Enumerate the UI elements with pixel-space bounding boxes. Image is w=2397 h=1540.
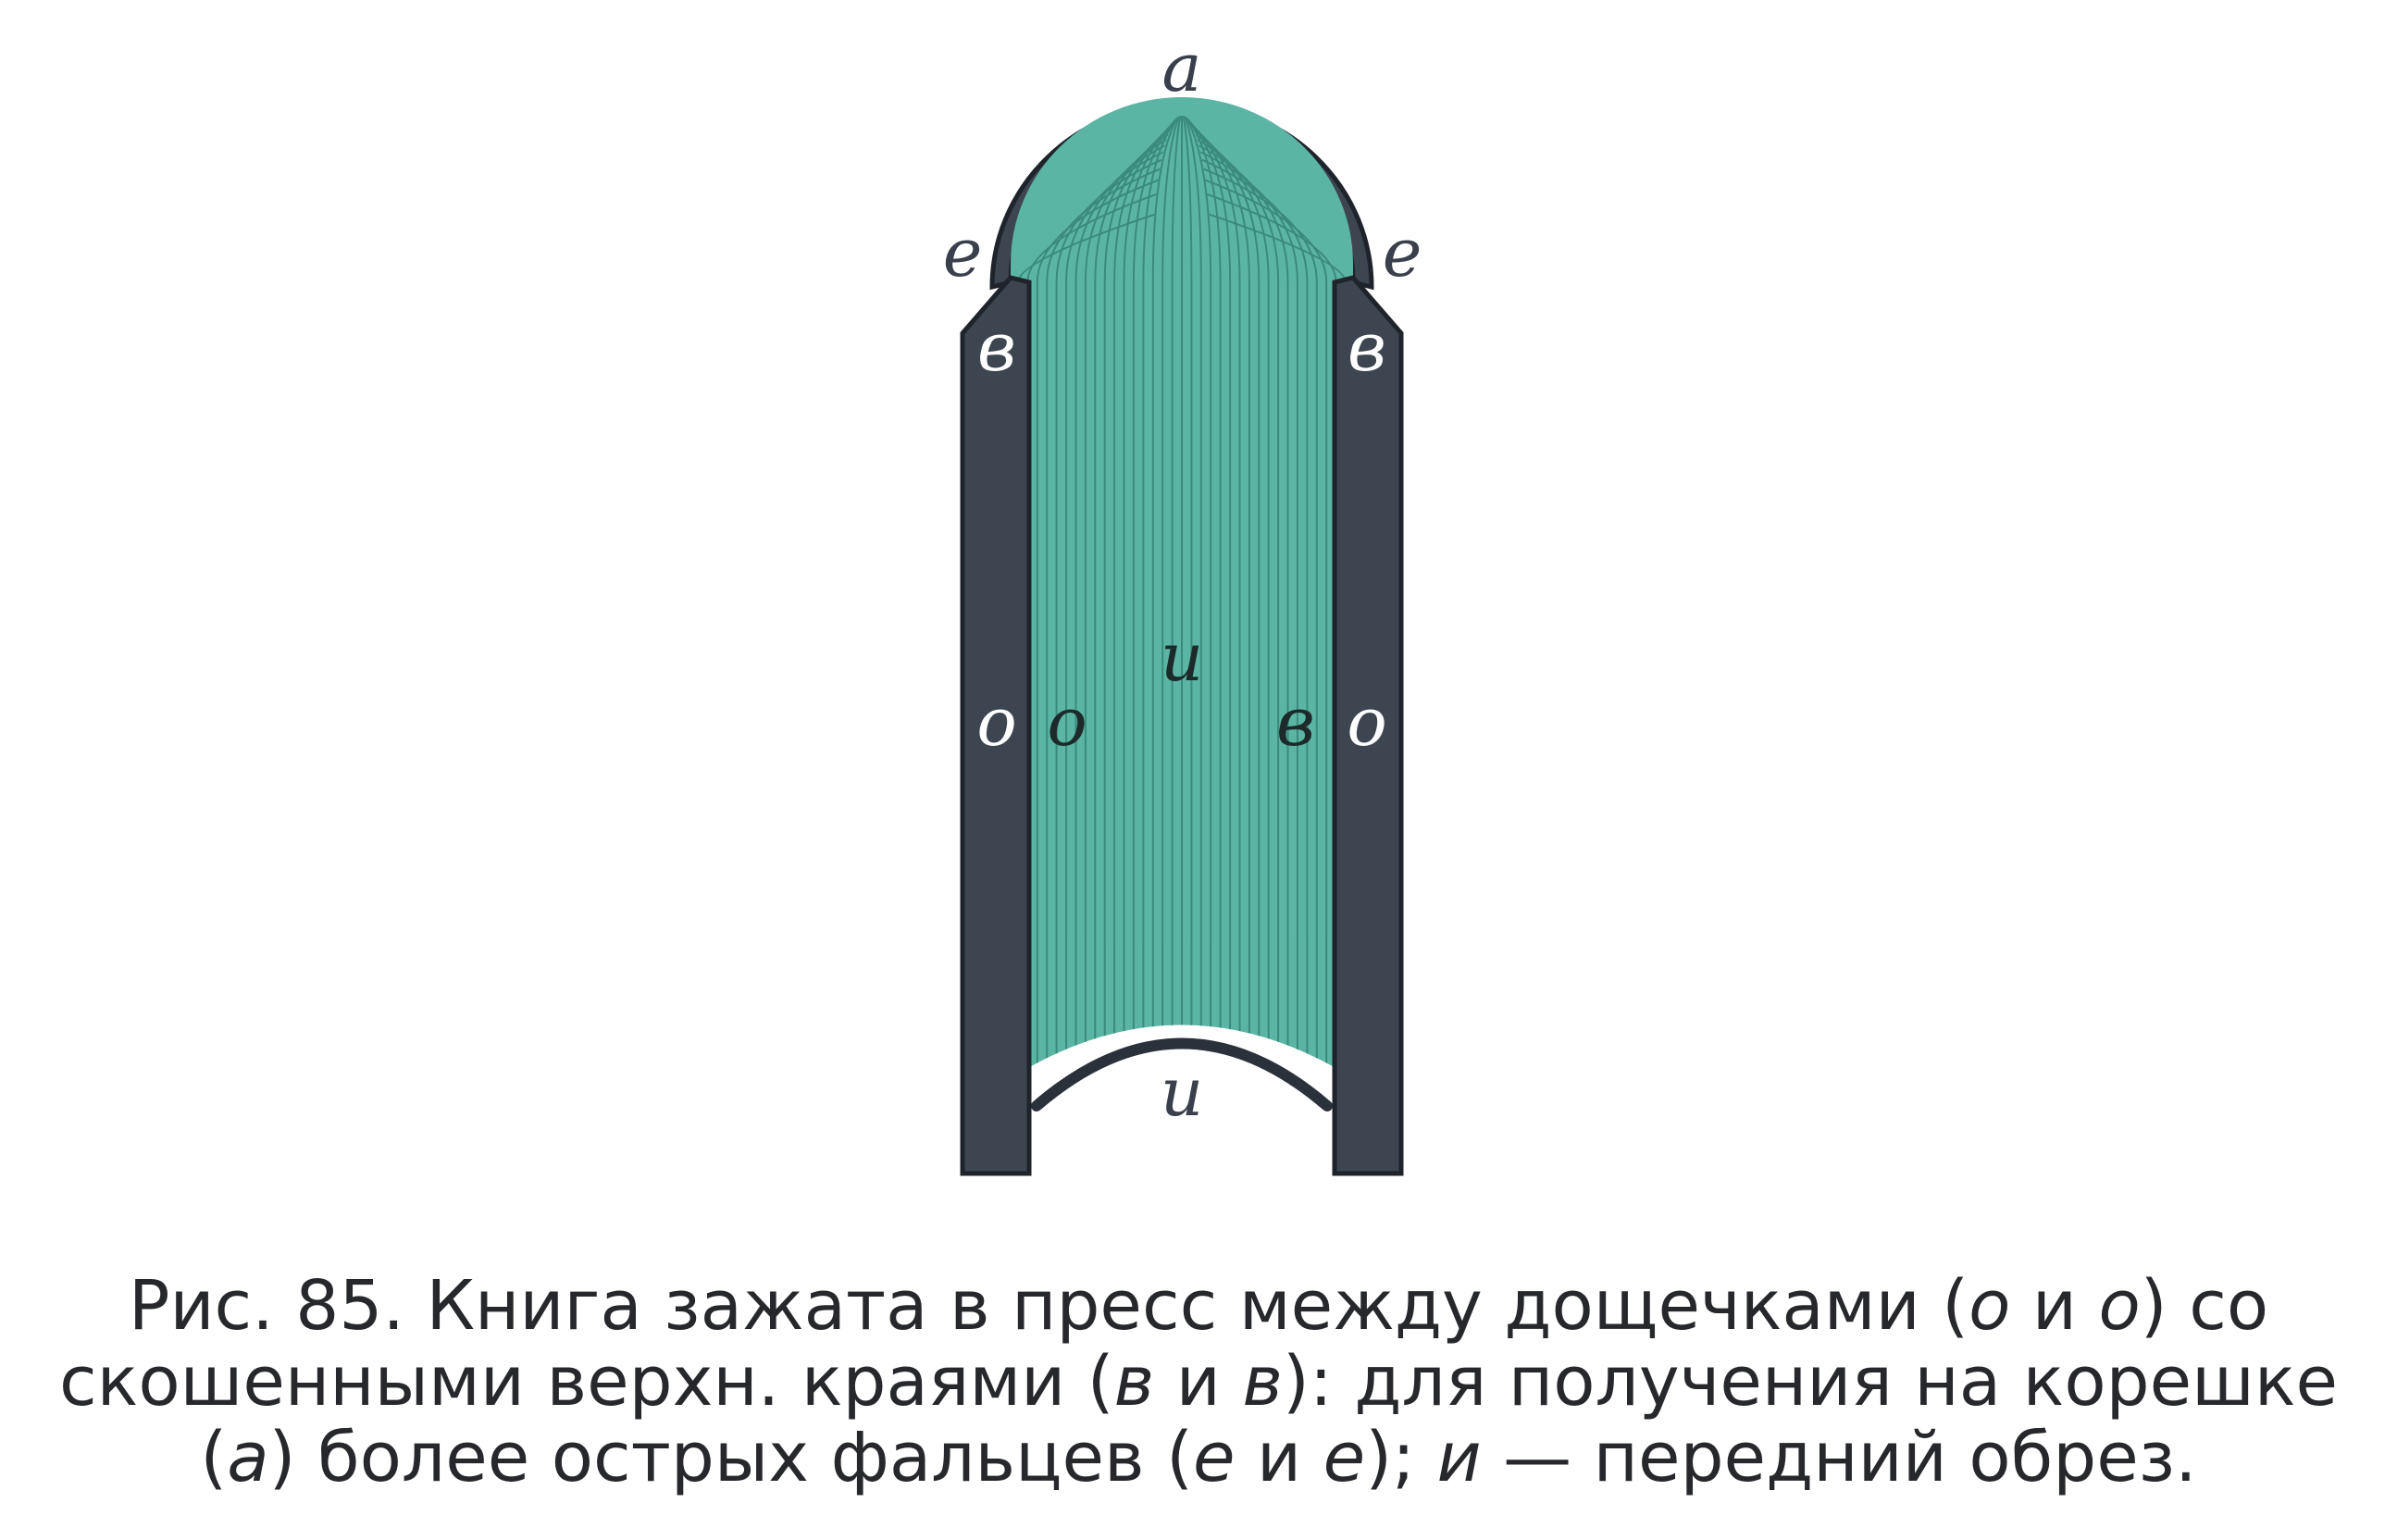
label-board-right-inner: в [1276, 683, 1315, 761]
page-line [1046, 168, 1161, 1078]
page-line [1198, 144, 1289, 1078]
page-line [1151, 117, 1178, 1078]
text-block [1011, 97, 1353, 1078]
label-board-left-outer: о [976, 683, 1016, 761]
fore-edge-curve [1031, 1037, 1333, 1112]
label-board-right-outer: о [1347, 683, 1386, 761]
page-lines [1017, 116, 1347, 1078]
page-line [1206, 192, 1337, 1078]
page-line [1026, 192, 1158, 1078]
page-line [1161, 116, 1180, 1078]
page-line [1113, 126, 1172, 1078]
label-spine: a [1162, 29, 1202, 106]
label-fold-right: e [1383, 214, 1422, 292]
page-line [1197, 139, 1280, 1078]
page-line [1184, 116, 1202, 1078]
page-line [1199, 151, 1298, 1078]
page-line [1182, 116, 1193, 1078]
book-press-diagram: a e e в в о о в о и и [943, 29, 1422, 1176]
label-block-center: и [1161, 618, 1203, 696]
figure-caption: Рис. 85. Книга зажата в пресс между доще… [0, 1268, 2397, 1496]
label-board-left-inner: о [1047, 683, 1087, 761]
left-board [960, 275, 1032, 1176]
label-fore-edge: и [1161, 1053, 1203, 1131]
label-bevel-right: в [1348, 308, 1386, 386]
page-line [1186, 117, 1212, 1078]
label-fold-left: e [943, 214, 983, 292]
right-board [1332, 275, 1404, 1176]
page-line [1201, 158, 1309, 1078]
caption-line-1: Рис. 85. Книга зажата в пресс между доще… [128, 1266, 2269, 1346]
caption-line-3: (а) более острых фальцев (е и е); и — пе… [200, 1418, 2197, 1497]
caption-line-2: скошенными верхн. краями (в и в): для по… [58, 1342, 2339, 1422]
label-bevel-left: в [977, 308, 1016, 386]
page-line [1171, 116, 1182, 1078]
page-line [1132, 120, 1175, 1078]
page-line [1123, 123, 1174, 1078]
page-line [1204, 179, 1328, 1078]
page-line [1142, 118, 1177, 1078]
